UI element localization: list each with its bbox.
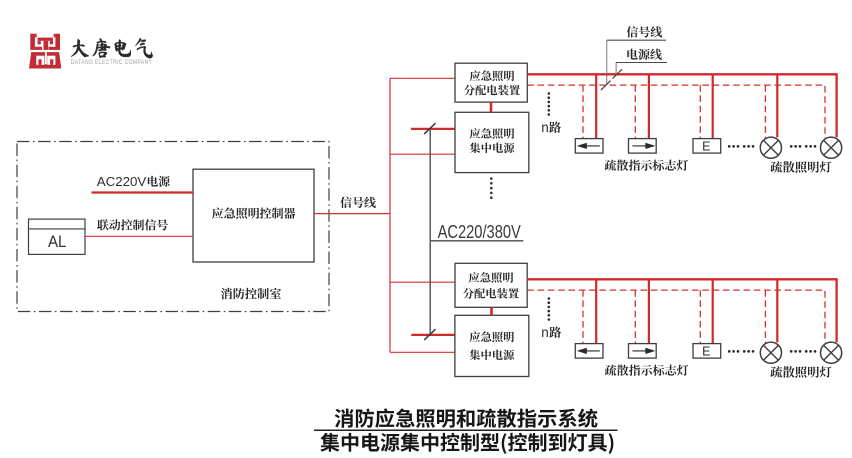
svg-text:DATANG ELECTRIC COMPANY: DATANG ELECTRIC COMPANY xyxy=(71,60,153,66)
svg-text:E: E xyxy=(702,139,710,153)
svg-text:n: n xyxy=(541,120,549,135)
svg-text:AL: AL xyxy=(48,233,67,251)
svg-text:AC220V: AC220V xyxy=(97,174,147,189)
svg-text:AC220/380V: AC220/380V xyxy=(438,222,521,242)
